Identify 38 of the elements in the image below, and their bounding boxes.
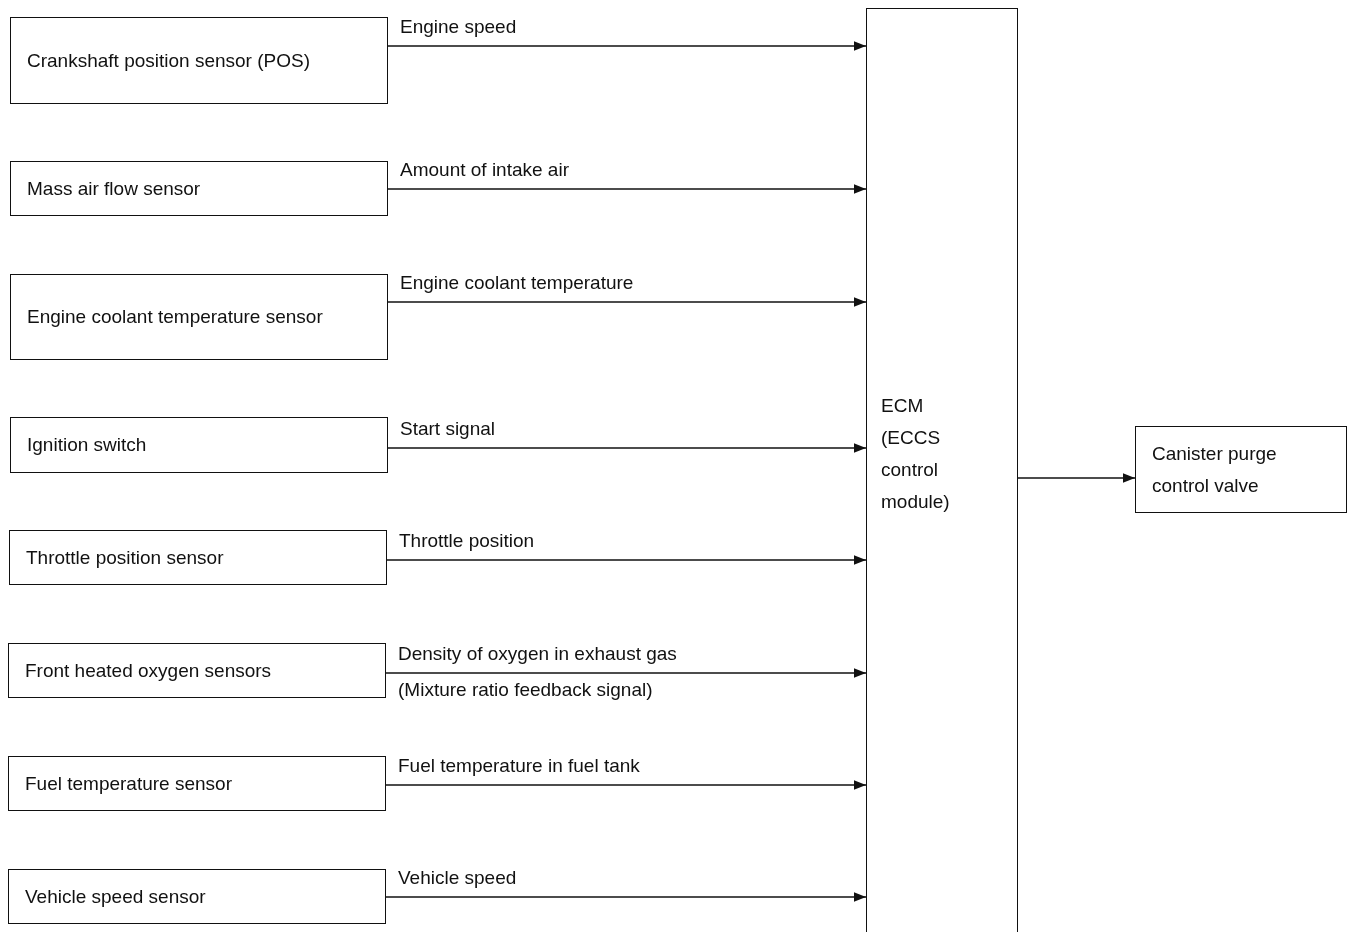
- node-text: Mass air flow sensor: [27, 176, 201, 201]
- node-text: Ignition switch: [27, 433, 147, 457]
- arrow: [385, 892, 867, 902]
- component-box: [8, 643, 386, 698]
- component-box: [10, 161, 388, 216]
- node-text: Front heated oxygen sensors: [25, 658, 272, 683]
- node-text: ECM (ECCS control module): [881, 393, 951, 514]
- component-box: [10, 17, 388, 104]
- node-text: Engine coolant temperature sensor: [27, 305, 323, 329]
- arrow: [387, 184, 867, 194]
- arrow: [386, 555, 867, 565]
- edge-label: Amount of intake air: [400, 159, 569, 181]
- edge-label: Fuel temperature in fuel tank: [398, 755, 640, 777]
- edge-label: Start signal: [400, 418, 496, 440]
- component-box: [10, 417, 388, 473]
- arrow: [387, 297, 867, 307]
- node-text: Throttle position sensor: [26, 545, 224, 570]
- arrow: [385, 780, 867, 790]
- arrow: [1017, 473, 1136, 483]
- node-text: Crankshaft position sensor (POS): [27, 48, 310, 73]
- node-text: Vehicle speed sensor: [25, 884, 206, 909]
- node-text: Fuel temperature sensor: [25, 771, 232, 796]
- node-text: Canister purge control valve: [1152, 441, 1278, 498]
- edge-label: Engine coolant temperature: [400, 272, 634, 294]
- edge-label: Density of oxygen in exhaust gas: [398, 643, 677, 665]
- arrow: [387, 443, 867, 453]
- edge-label: Engine speed: [400, 16, 517, 38]
- signal-note: (Mixture ratio feedback signal): [398, 679, 653, 701]
- control-module-box: [866, 8, 1018, 932]
- component-box: [10, 274, 388, 360]
- arrow: [385, 668, 867, 678]
- component-box: [8, 756, 386, 811]
- arrow: [387, 41, 867, 51]
- component-box: [9, 530, 387, 585]
- component-box: [8, 869, 386, 924]
- edge-label: Throttle position: [399, 530, 535, 552]
- edge-label: Vehicle speed: [398, 867, 517, 889]
- component-box: [1135, 426, 1347, 513]
